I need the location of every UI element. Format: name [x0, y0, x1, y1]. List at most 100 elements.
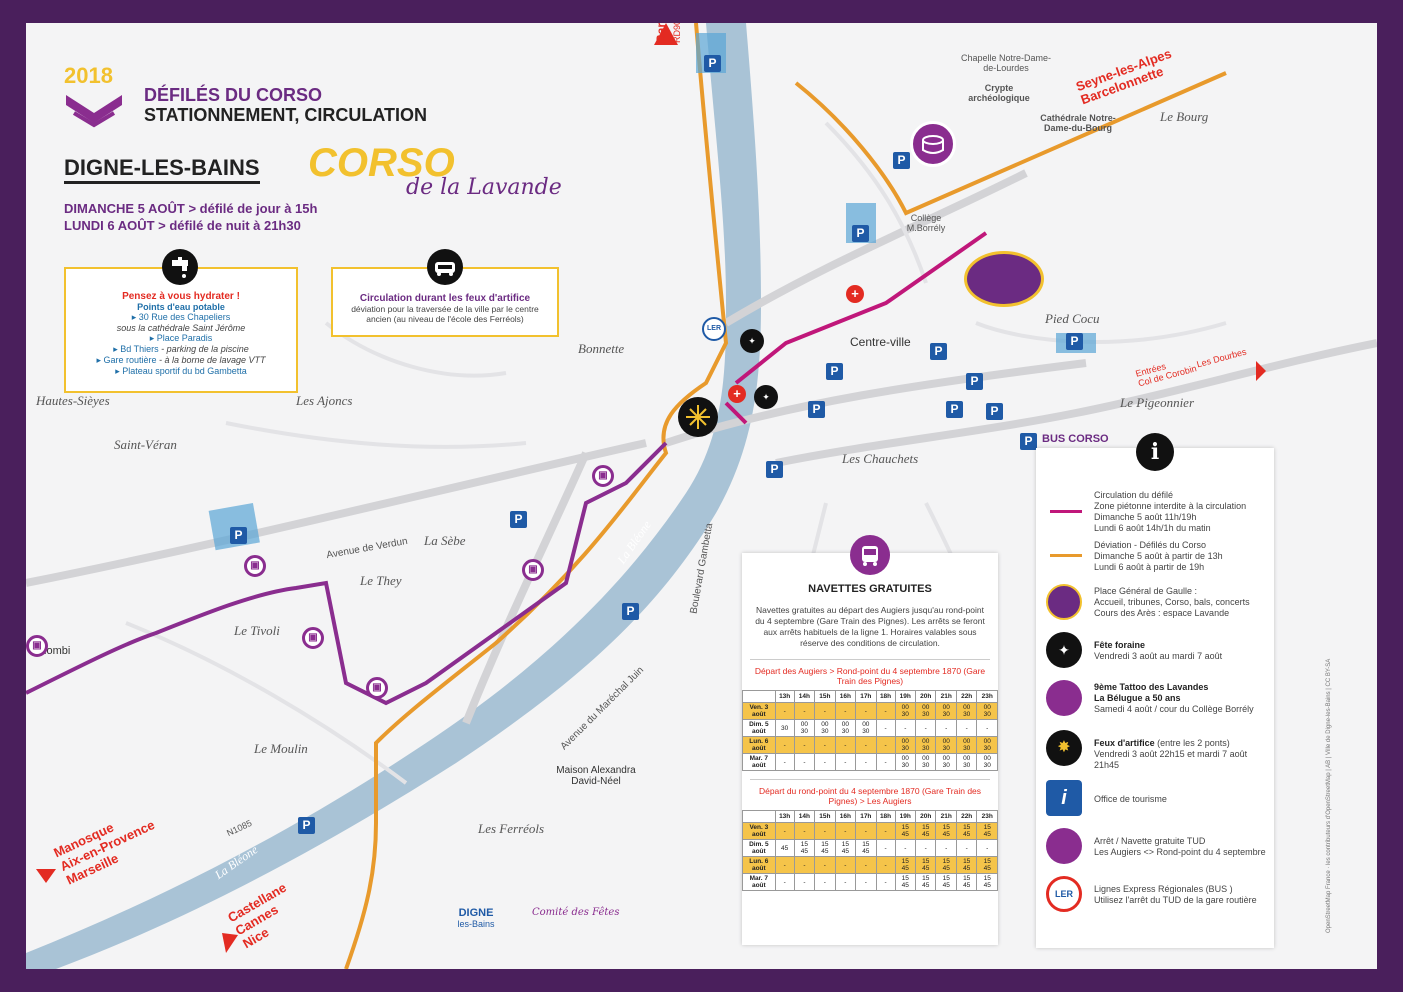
corso-place-icon [1046, 584, 1082, 620]
timetable-hour-header: 17h [855, 690, 877, 703]
legend-parade-l3: Lundi 6 août 14h/1h du matin [1094, 523, 1211, 533]
timetable-cell: 00 30 [955, 753, 978, 771]
legend-foire-l1: Vendredi 3 août au mardi 7 août [1094, 651, 1223, 661]
fireworks-icon[interactable] [678, 397, 718, 437]
timetable-cell: 00 30 [915, 736, 937, 754]
timetable-hour-header: 14h [793, 690, 816, 703]
timetable-hour-header: 19h [894, 810, 917, 823]
parking-icon[interactable]: P [966, 373, 983, 390]
legend-place-l2: Cours des Arès : espace Lavande [1094, 608, 1230, 618]
label-cathedrale: Cathédrale Notre-Dame-du-Bourg [1040, 113, 1116, 133]
label-la-sebe: La Sèbe [424, 533, 466, 548]
timetable-day: Lun. 6 août [742, 736, 776, 754]
legend-feux-l1: Vendredi 3 août 22h15 et mardi 7 août 21… [1094, 749, 1248, 770]
timetable-cell: 15 45 [976, 822, 998, 840]
timetable-cell: 00 30 [935, 753, 957, 771]
timetable-cell: - [793, 873, 816, 891]
road-rd900a: RD900A [672, 23, 682, 43]
fairground-icon[interactable]: ✦ [740, 329, 764, 353]
timetable-corner [742, 810, 776, 823]
shuttle-stop-icon[interactable]: ▣ [244, 555, 266, 577]
timetable-hour-header: 13h [774, 690, 795, 703]
parking-icon[interactable]: P [230, 527, 247, 544]
timetable-cell: - [774, 736, 795, 754]
shuttle-stop-icon[interactable]: ▣ [366, 677, 388, 699]
tourist-office-icon: i [1046, 780, 1082, 816]
label-les-ajoncs: Les Ajoncs [296, 393, 353, 408]
timetable-cell: 30 [774, 719, 795, 737]
legend-parade-l1: Zone piétonne interdite à la circulation [1094, 501, 1247, 511]
date-line-1: DIMANCHE 5 AOÛT > défilé de jour à 15h [64, 201, 317, 216]
parking-icon[interactable]: P [893, 152, 910, 169]
parking-icon[interactable]: P [766, 461, 783, 478]
label-bonnette: Bonnette [578, 341, 625, 356]
label-les-chauchets: Les Chauchets [842, 451, 919, 466]
parking-icon[interactable]: P [298, 817, 315, 834]
timetable-cell: - [793, 736, 816, 754]
main-roads [26, 169, 1377, 725]
timetable-cell: 15 45 [976, 873, 998, 891]
shuttle-bus-icon [850, 535, 890, 575]
info-icon: i [1136, 433, 1174, 471]
timetable-cell: - [814, 753, 836, 771]
timetable-corner [742, 690, 776, 703]
deviation-line-swatch [1050, 554, 1082, 557]
hydrate-title: Pensez à vous hydrater ! [122, 291, 240, 302]
timetable-cell: - [793, 702, 816, 720]
ler-bus-icon[interactable]: LER [702, 317, 726, 341]
timetable-cell: - [875, 822, 896, 840]
city-name: DIGNE-LES-BAINS [64, 155, 260, 184]
timetable-cell: 15 45 [793, 839, 816, 857]
timetable-cell: - [834, 736, 857, 754]
timetable-cell: - [915, 839, 937, 857]
hydrate-item-main: ▸ Plateau sportif du bd Gambetta [115, 366, 247, 376]
first-aid-icon[interactable]: + [728, 385, 746, 403]
parking-icon[interactable]: P [510, 511, 527, 528]
label-crypte: Crypte archéologique [968, 83, 1030, 103]
legend-foire-title: Fête foraine [1094, 640, 1146, 650]
year-label: 2018 [64, 63, 113, 88]
parking-icon[interactable]: P [986, 403, 1003, 420]
parking-icon[interactable]: P [826, 363, 843, 380]
shuttle-stop-icon[interactable]: ▣ [592, 465, 614, 487]
parking-icon[interactable]: P [1066, 333, 1083, 350]
legend-place-l1: Accueil, tribunes, Corso, bals, concerts [1094, 597, 1250, 607]
timetable-hour-header: 21h [935, 810, 957, 823]
corso-place-icon[interactable] [964, 251, 1044, 307]
timetable-cell: 15 45 [915, 873, 937, 891]
timetable-cell: - [855, 856, 877, 874]
fireworks-card-text: déviation pour la traversée de la ville … [351, 304, 539, 324]
timetable-cell: - [875, 873, 896, 891]
parking-icon[interactable]: P [852, 225, 869, 242]
timetable-cell: - [793, 753, 816, 771]
parking-icon[interactable]: P [930, 343, 947, 360]
parking-icon[interactable]: P [808, 401, 825, 418]
title-line1: DÉFILÉS DU CORSO [144, 85, 323, 105]
navettes-dir2: Départ du rond-point du 4 septembre 1870… [750, 779, 990, 806]
drum-icon[interactable] [910, 121, 956, 167]
timetable-cell: - [774, 873, 795, 891]
timetable-cell: - [834, 753, 857, 771]
label-les-ferreols: Les Ferréols [478, 821, 545, 836]
destination-barles: Barles [654, 23, 668, 43]
parking-icon[interactable]: P [946, 401, 963, 418]
timetable-hour-header: 14h [793, 810, 816, 823]
shuttle-stop-icon[interactable]: ▣ [522, 559, 544, 581]
timetable-cell: 00 30 [915, 702, 937, 720]
fairground-icon[interactable]: ✦ [754, 385, 778, 409]
parking-icon[interactable]: P [704, 55, 721, 72]
timetable-cell: - [894, 839, 917, 857]
parking-icon[interactable]: P [1020, 433, 1037, 450]
timetable-cell: 45 [774, 839, 795, 857]
label-le-pigeonnier: Le Pigeonnier [1120, 395, 1195, 410]
hydrate-item-sub: - à la borne de lavage VTT [156, 355, 266, 365]
shuttle-stop-icon[interactable]: ▣ [302, 627, 324, 649]
first-aid-icon[interactable]: + [846, 285, 864, 303]
shuttle-stop-icon[interactable]: ▣ [26, 635, 48, 657]
north-arrow [654, 23, 678, 45]
timetable-cell: - [793, 856, 816, 874]
parking-icon[interactable]: P [622, 603, 639, 620]
